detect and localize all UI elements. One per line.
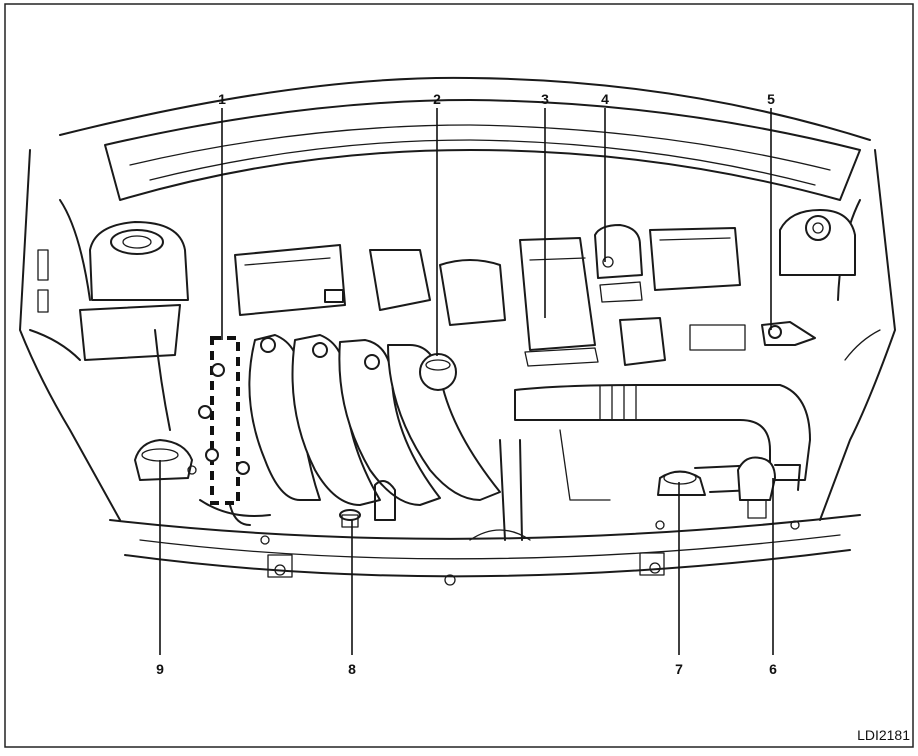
left-fender <box>19 149 121 521</box>
callout-8: 8 <box>348 661 356 677</box>
engine-top <box>234 244 506 326</box>
callout-6: 6 <box>769 661 777 677</box>
washer-tank-cap <box>737 456 801 530</box>
spark-plug-area-outline <box>210 336 240 505</box>
intake-manifold <box>248 334 501 521</box>
right-fender <box>819 149 896 521</box>
battery <box>649 227 746 351</box>
oil-filler-cap <box>419 353 457 391</box>
figure-code: LDI2181 <box>857 727 910 743</box>
left-strut-tower <box>79 221 189 361</box>
leader-lines <box>159 108 774 655</box>
right-strut-tower <box>779 209 856 276</box>
callout-7: 7 <box>675 661 683 677</box>
air-intake-duct <box>514 317 811 481</box>
radiator-cap <box>134 439 197 481</box>
hoses <box>154 329 611 541</box>
coolant-reservoir-cap <box>657 464 761 496</box>
oil-dipstick <box>339 509 361 528</box>
callout-4: 4 <box>601 91 609 107</box>
callout-9: 9 <box>156 661 164 677</box>
figure-frame <box>4 3 914 748</box>
radiator-core-support <box>109 514 861 586</box>
callout-3: 3 <box>541 91 549 107</box>
callout-2: 2 <box>433 91 441 107</box>
battery-terminal <box>761 321 816 346</box>
hood-outline <box>59 76 871 201</box>
brake-fluid-reservoir <box>594 224 643 303</box>
spark-plug-markers <box>198 363 250 475</box>
callout-5: 5 <box>767 91 775 107</box>
fuse-box <box>519 237 599 367</box>
callout-1: 1 <box>218 91 226 107</box>
